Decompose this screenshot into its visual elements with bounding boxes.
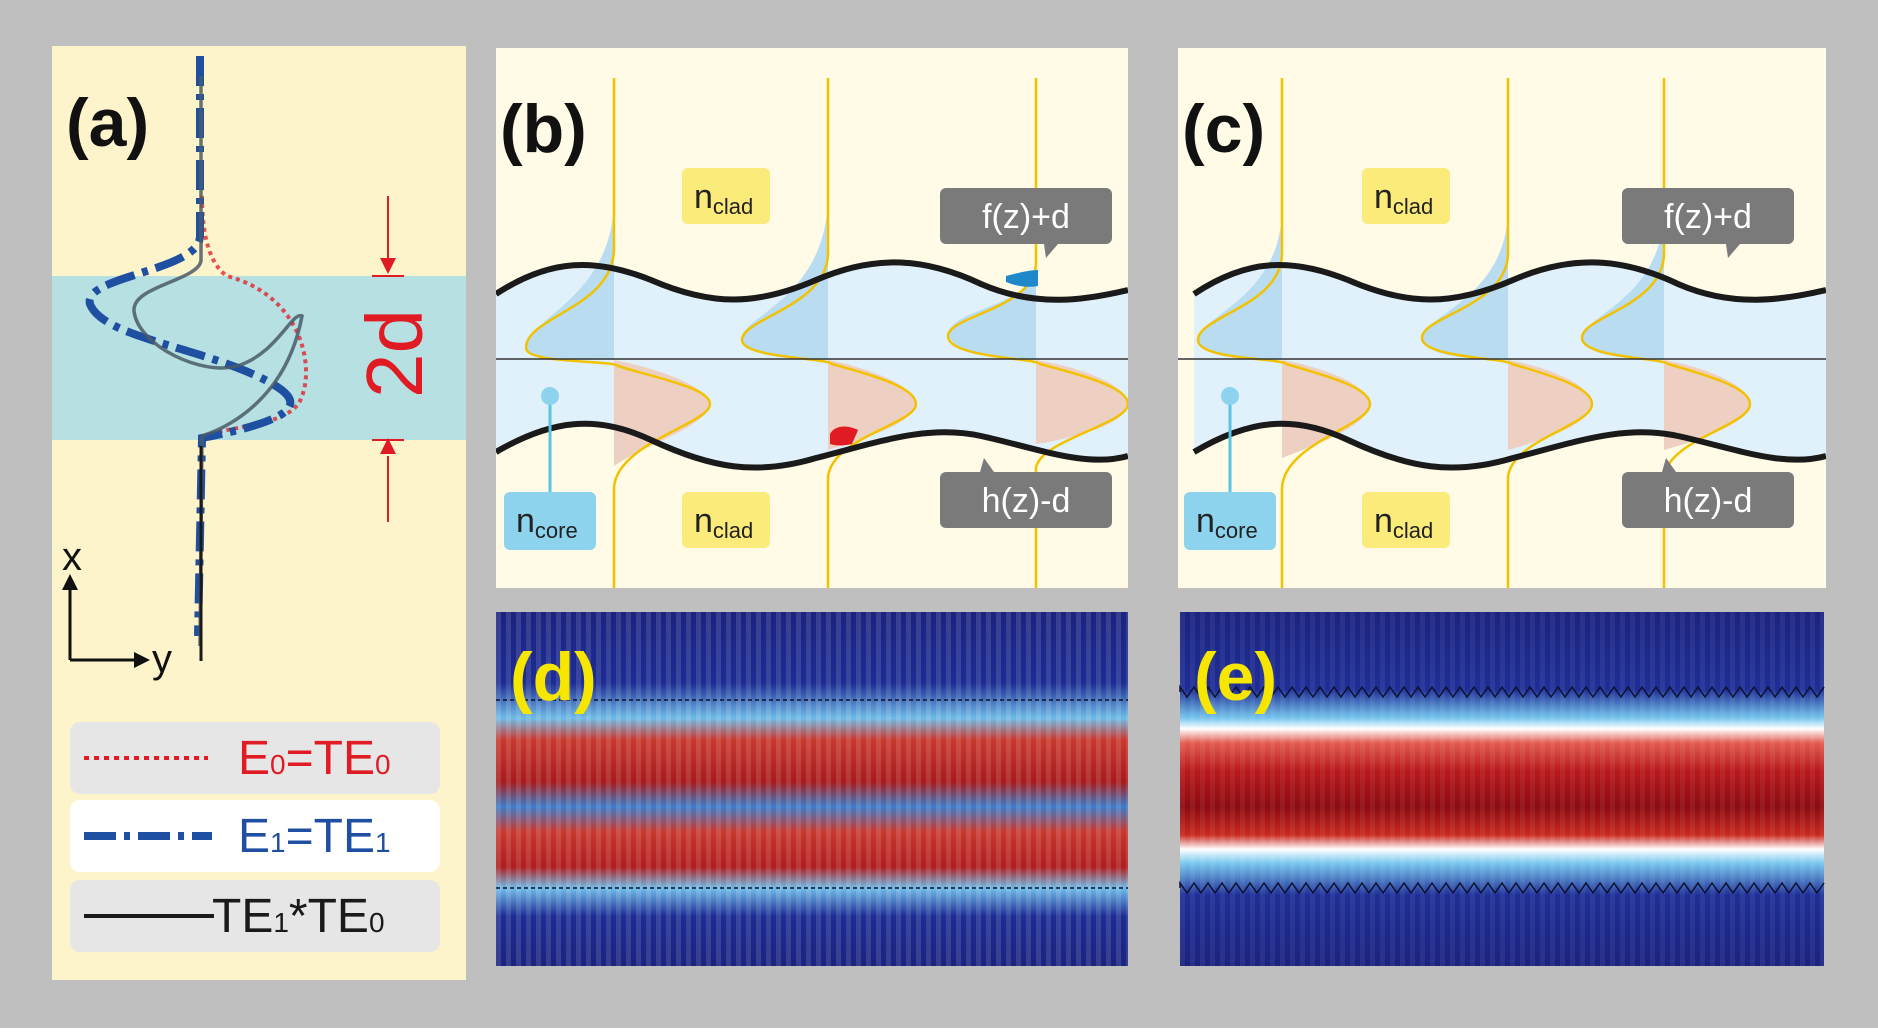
panel-a: (a) 2d x y E0=TE0 xyxy=(52,46,466,980)
field-map-e-stripes xyxy=(1180,612,1824,966)
axis-y-label: y xyxy=(152,637,172,681)
panel-a-label: (a) xyxy=(66,85,149,161)
mode-upper-lobe-3 xyxy=(948,278,1036,360)
upper-boundary xyxy=(1192,259,1826,303)
field-map-d-stripes xyxy=(496,612,1128,966)
svg-text:f(z)+d: f(z)+d xyxy=(1664,198,1752,236)
mode-profile-line-1 xyxy=(1196,78,1372,588)
upper-boundary-tag: f(z)+d xyxy=(940,188,1112,258)
panel-b: (b) nclad nclad ncore f(z)+d h(z)-d xyxy=(496,48,1128,588)
legend-item-te0-bg xyxy=(70,722,440,794)
panel-c-label: (c) xyxy=(1182,91,1265,167)
product-field-curve xyxy=(132,76,304,647)
lower-contact-highlight xyxy=(830,426,858,446)
panel-c: (c) nclad nclad ncore f(z)+d h(z)-d xyxy=(1178,48,1826,588)
upper-contact-highlight xyxy=(1006,270,1038,287)
panel-e: (e) xyxy=(1179,612,1825,966)
mode-lower-lobe-3 xyxy=(1664,360,1750,450)
cladding-label-lower: nclad xyxy=(1362,492,1450,548)
mode-profile-line-3 xyxy=(946,78,1128,588)
svg-text:f(z)+d: f(z)+d xyxy=(982,198,1070,236)
mode-profile-line-2 xyxy=(740,78,918,588)
axis-indicator: x y xyxy=(62,535,172,681)
lower-boundary xyxy=(1192,420,1826,471)
mode-profile-line-2 xyxy=(1420,78,1594,588)
legend-item-te1: E1=TE1 xyxy=(238,810,391,863)
mode-profile-line-3 xyxy=(1580,78,1752,588)
legend-item-product-bg xyxy=(70,880,440,952)
core-width-marker: 2d xyxy=(350,196,439,522)
svg-text:h(z)-d: h(z)-d xyxy=(1664,482,1753,520)
lower-boundary-tag: h(z)-d xyxy=(940,458,1112,528)
cladding-label-upper: nclad xyxy=(682,168,770,224)
core-region-band xyxy=(52,276,466,440)
core-label: ncore xyxy=(1184,387,1276,550)
mode-upper-lobe-2 xyxy=(1422,208,1508,360)
legend-item-product: TE1*TE0 xyxy=(212,890,385,943)
svg-text:h(z)-d: h(z)-d xyxy=(982,482,1071,520)
panel-d: (d) xyxy=(496,612,1128,966)
svg-text:nclad: nclad xyxy=(1374,502,1433,543)
core-label: ncore xyxy=(504,387,596,550)
legend-item-te1-bg xyxy=(70,800,440,872)
svg-text:nclad: nclad xyxy=(694,502,753,543)
lower-boundary xyxy=(496,420,1128,471)
mode-upper-lobe-3 xyxy=(1582,208,1664,360)
mode-lower-lobe-2 xyxy=(1508,360,1592,450)
upper-boundary xyxy=(496,259,1128,303)
svg-text:ncore: ncore xyxy=(1196,502,1258,543)
panel-b-label: (b) xyxy=(500,91,587,167)
field-map-e-boundary-lower xyxy=(1179,880,1825,895)
panel-d-label: (d) xyxy=(510,639,597,715)
cladding-label-lower: nclad xyxy=(682,492,770,548)
core-width-label: 2d xyxy=(350,309,439,398)
cladding-label-upper: nclad xyxy=(1362,168,1450,224)
mode-profile-line-1 xyxy=(524,78,712,588)
upper-boundary-tag: f(z)+d xyxy=(1622,188,1794,258)
legend-item-te0: E0=TE0 xyxy=(238,732,391,785)
mode-upper-lobe-1 xyxy=(1198,208,1282,360)
legend: E0=TE0 E1=TE1 TE1*TE0 xyxy=(70,722,440,952)
svg-text:nclad: nclad xyxy=(694,178,753,219)
panel-e-label: (e) xyxy=(1194,639,1277,715)
lower-boundary-tag: h(z)-d xyxy=(1622,458,1794,528)
mode-upper-lobe-1 xyxy=(526,198,614,361)
axis-x-label: x xyxy=(62,535,82,579)
field-map-e-boundary-upper xyxy=(1179,684,1825,699)
svg-text:ncore: ncore xyxy=(516,502,578,543)
svg-text:nclad: nclad xyxy=(1374,178,1433,219)
